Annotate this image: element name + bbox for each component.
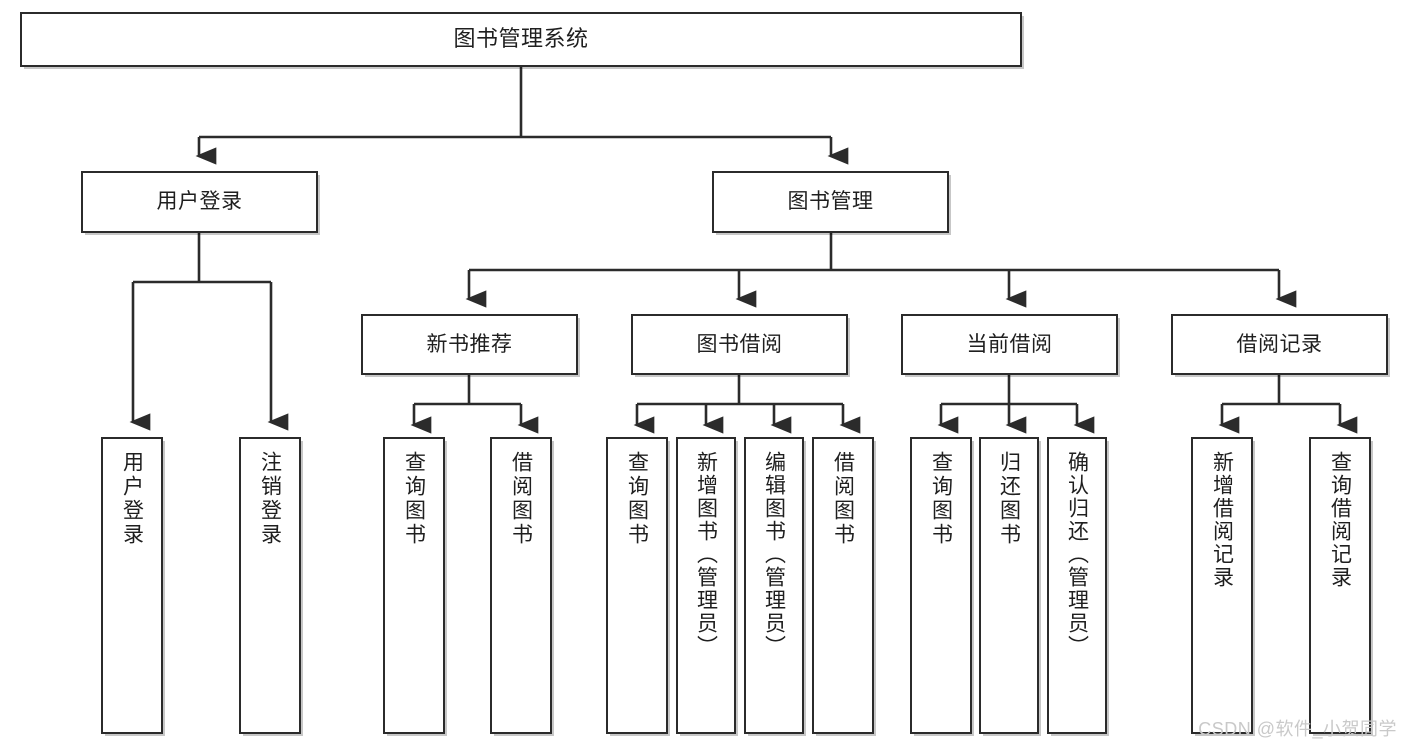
node-book-management-system[interactable]: 图书管理系统: [20, 12, 1022, 67]
leaf-query-book-borrowing[interactable]: 查询图书: [606, 437, 668, 734]
node-label: 查询图书: [402, 451, 426, 547]
node-label: 编辑图书（管理员）: [762, 451, 786, 658]
leaf-borrow-book-borrowing[interactable]: 借阅图书: [812, 437, 874, 734]
leaf-add-borrow-record[interactable]: 新增借阅记录: [1191, 437, 1253, 734]
node-new-book-recommendation[interactable]: 新书推荐: [361, 314, 578, 375]
watermark: CSDN @软件_小贺同学: [1198, 719, 1397, 739]
node-label: 图书借阅: [696, 332, 783, 356]
node-user-login[interactable]: 用户登录: [81, 171, 318, 233]
node-label: 新书推荐: [426, 332, 513, 356]
leaf-query-book-current[interactable]: 查询图书: [910, 437, 972, 734]
node-label: 注销登录: [258, 451, 282, 547]
node-label: 用户登录: [156, 190, 243, 214]
node-label: 借阅图书: [831, 451, 855, 547]
node-label: 用户登录: [120, 451, 144, 547]
leaf-borrow-book-recommendation[interactable]: 借阅图书: [490, 437, 552, 734]
leaf-query-book-recommendation[interactable]: 查询图书: [383, 437, 445, 734]
node-label: 查询借阅记录: [1328, 451, 1352, 589]
leaf-query-borrow-record[interactable]: 查询借阅记录: [1309, 437, 1371, 734]
node-current-borrowing[interactable]: 当前借阅: [901, 314, 1118, 375]
node-label: 当前借阅: [966, 332, 1053, 356]
node-label: 借阅图书: [509, 451, 533, 547]
node-label: 借阅记录: [1236, 332, 1323, 356]
node-book-borrowing[interactable]: 图书借阅: [631, 314, 848, 375]
node-label: 归还图书: [997, 451, 1021, 547]
node-label: 图书管理: [787, 190, 874, 214]
node-label: 图书管理系统: [453, 26, 589, 52]
leaf-logout[interactable]: 注销登录: [239, 437, 301, 734]
node-label: 查询图书: [625, 451, 649, 547]
node-borrowing-record[interactable]: 借阅记录: [1171, 314, 1388, 375]
leaf-edit-book-admin[interactable]: 编辑图书（管理员）: [744, 437, 804, 734]
leaf-add-book-admin[interactable]: 新增图书（管理员）: [676, 437, 736, 734]
node-book-management[interactable]: 图书管理: [712, 171, 949, 233]
leaf-user-login[interactable]: 用户登录: [101, 437, 163, 734]
leaf-return-book[interactable]: 归还图书: [979, 437, 1039, 734]
node-label: 新增图书（管理员）: [694, 451, 718, 658]
leaf-confirm-return-admin[interactable]: 确认归还（管理员）: [1047, 437, 1107, 734]
node-label: 新增借阅记录: [1210, 451, 1234, 589]
node-label: 确认归还（管理员）: [1065, 451, 1089, 658]
node-label: 查询图书: [929, 451, 953, 547]
